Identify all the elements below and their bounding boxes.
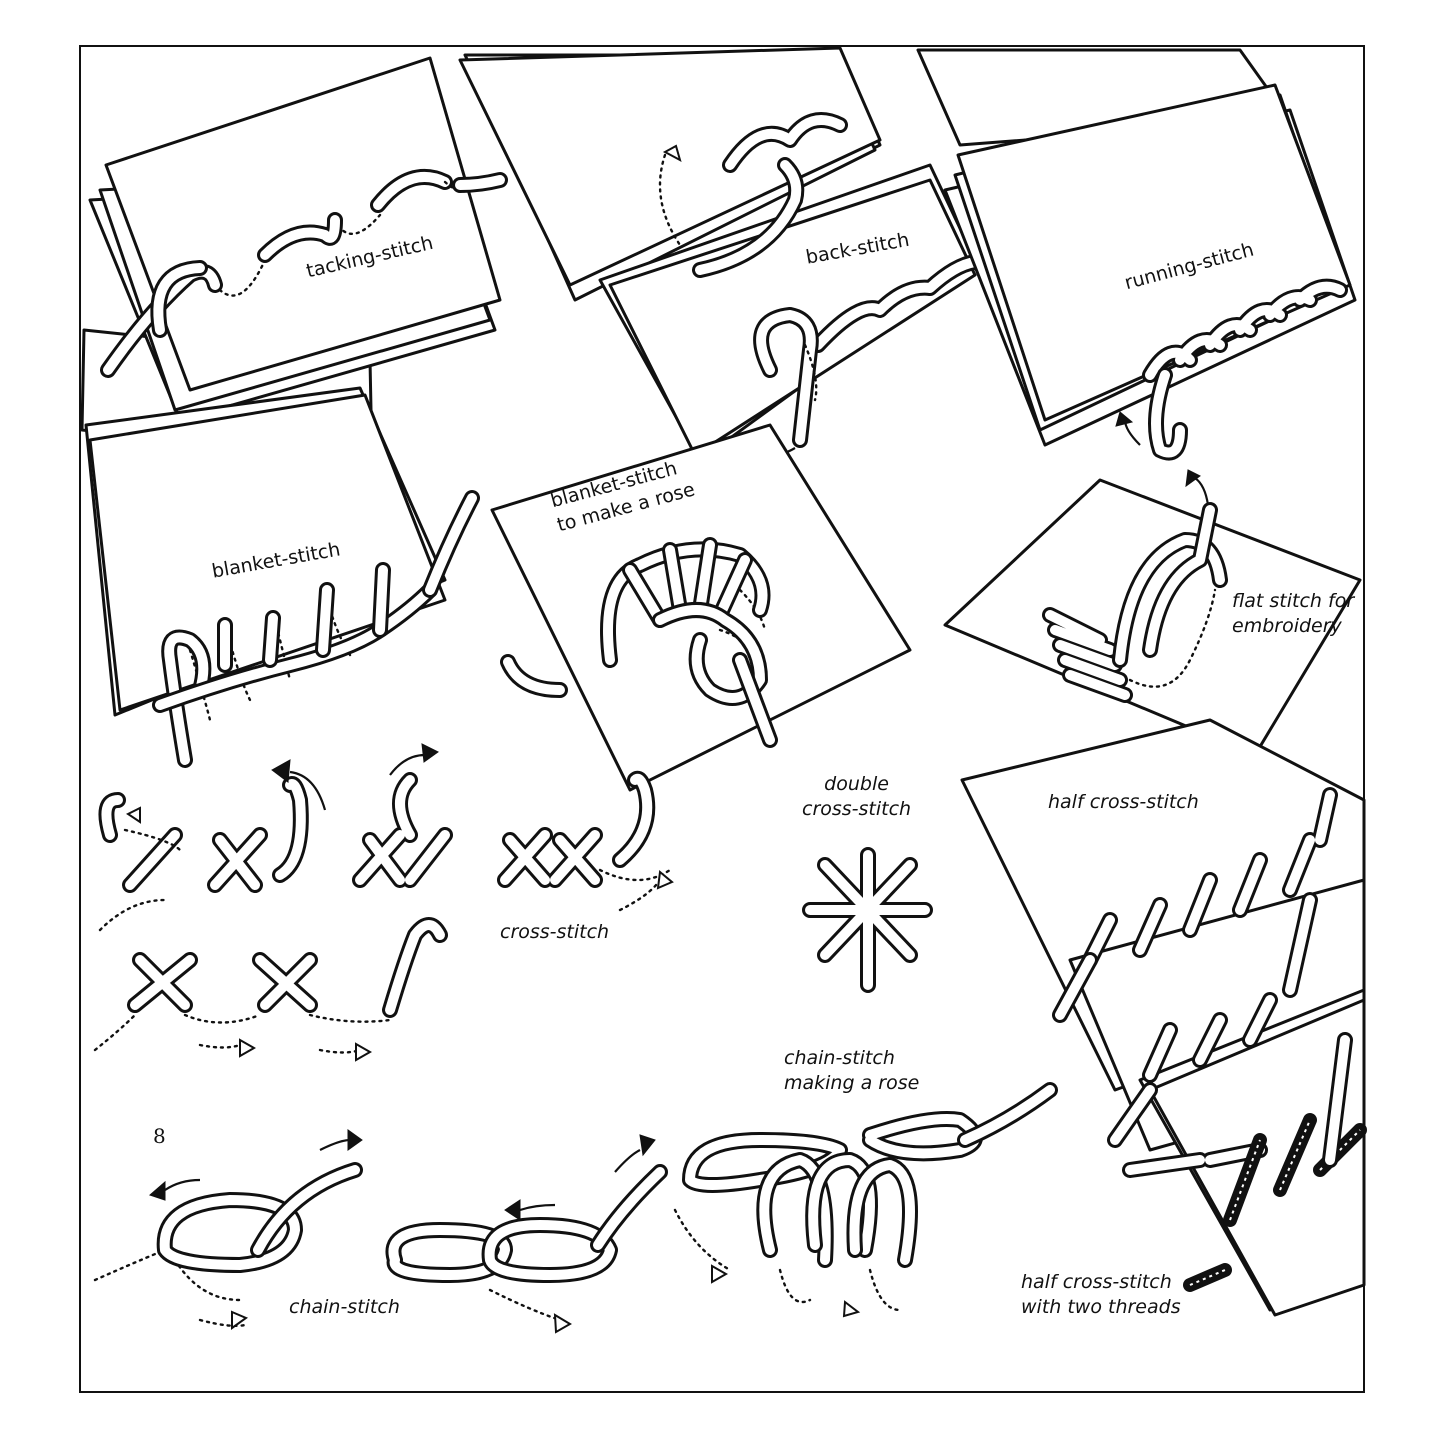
label-chain-stitch: chain-stitch bbox=[289, 1296, 400, 1318]
chain-rose bbox=[673, 1082, 1058, 1318]
page-number: 8 bbox=[153, 1124, 166, 1148]
label-flat-stitch: flat stitch for embroidery bbox=[1232, 590, 1355, 637]
chain-stitch-sequence bbox=[93, 1129, 668, 1334]
tacking-stitch-swatch bbox=[80, 56, 508, 462]
label-double-cross-stitch: double cross-stitch bbox=[802, 773, 912, 820]
half-cross-stitch-swatch bbox=[960, 718, 1367, 1317]
label-cross-stitch: cross-stitch bbox=[500, 921, 610, 943]
running-stitch-swatch bbox=[916, 48, 1357, 506]
label-half-cross-stitch: half cross-stitch bbox=[1048, 791, 1199, 813]
double-cross-stitch bbox=[802, 847, 933, 993]
blanket-rose-swatch bbox=[490, 423, 912, 792]
label-chain-stitch-rose: chain-stitch making a rose bbox=[784, 1047, 920, 1094]
cross-stitch-sequence bbox=[93, 743, 674, 1062]
blanket-stitch-swatch bbox=[84, 386, 480, 768]
back-stitch-swatch bbox=[458, 46, 983, 462]
flat-stitch-swatch bbox=[943, 478, 1362, 757]
page-frame bbox=[79, 45, 1365, 1393]
label-half-cross-stitch-two-threads: half cross-stitch with two threads bbox=[1021, 1271, 1181, 1318]
